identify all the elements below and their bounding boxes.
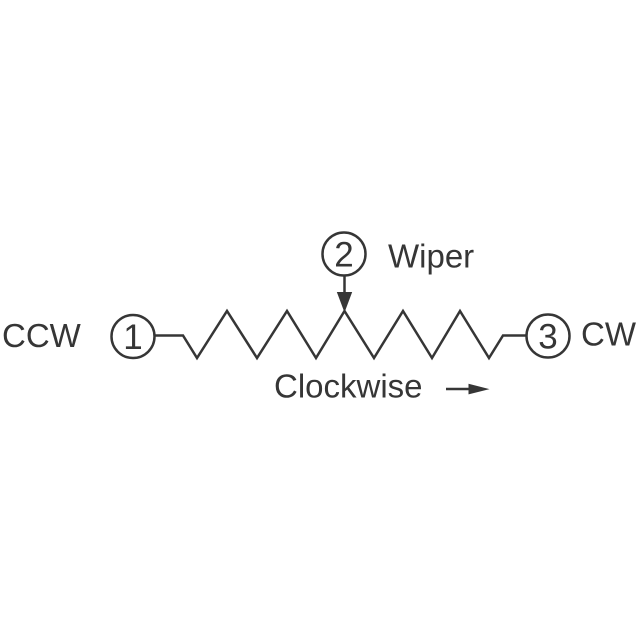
terminal-3-circle [525, 313, 571, 359]
terminal-1: 1 [110, 313, 156, 360]
terminal-2: 2 [321, 231, 367, 277]
wiper-arrow [336, 275, 353, 313]
terminal-2-number: 2 [334, 236, 353, 275]
terminal-3-number: 3 [538, 318, 557, 357]
clockwise-arrowhead-icon [468, 383, 490, 395]
terminal-1-number: 1 [123, 318, 142, 357]
clockwise-arrow [446, 383, 490, 395]
wiper-label: Wiper [388, 238, 474, 275]
cw-label: CW [581, 316, 637, 353]
wiper-arrowhead-icon [336, 292, 353, 313]
terminal-3: 3 [525, 313, 571, 359]
ccw-label: CCW [2, 317, 82, 354]
clockwise-label: Clockwise [274, 368, 423, 405]
resistor-element [154, 308, 527, 361]
